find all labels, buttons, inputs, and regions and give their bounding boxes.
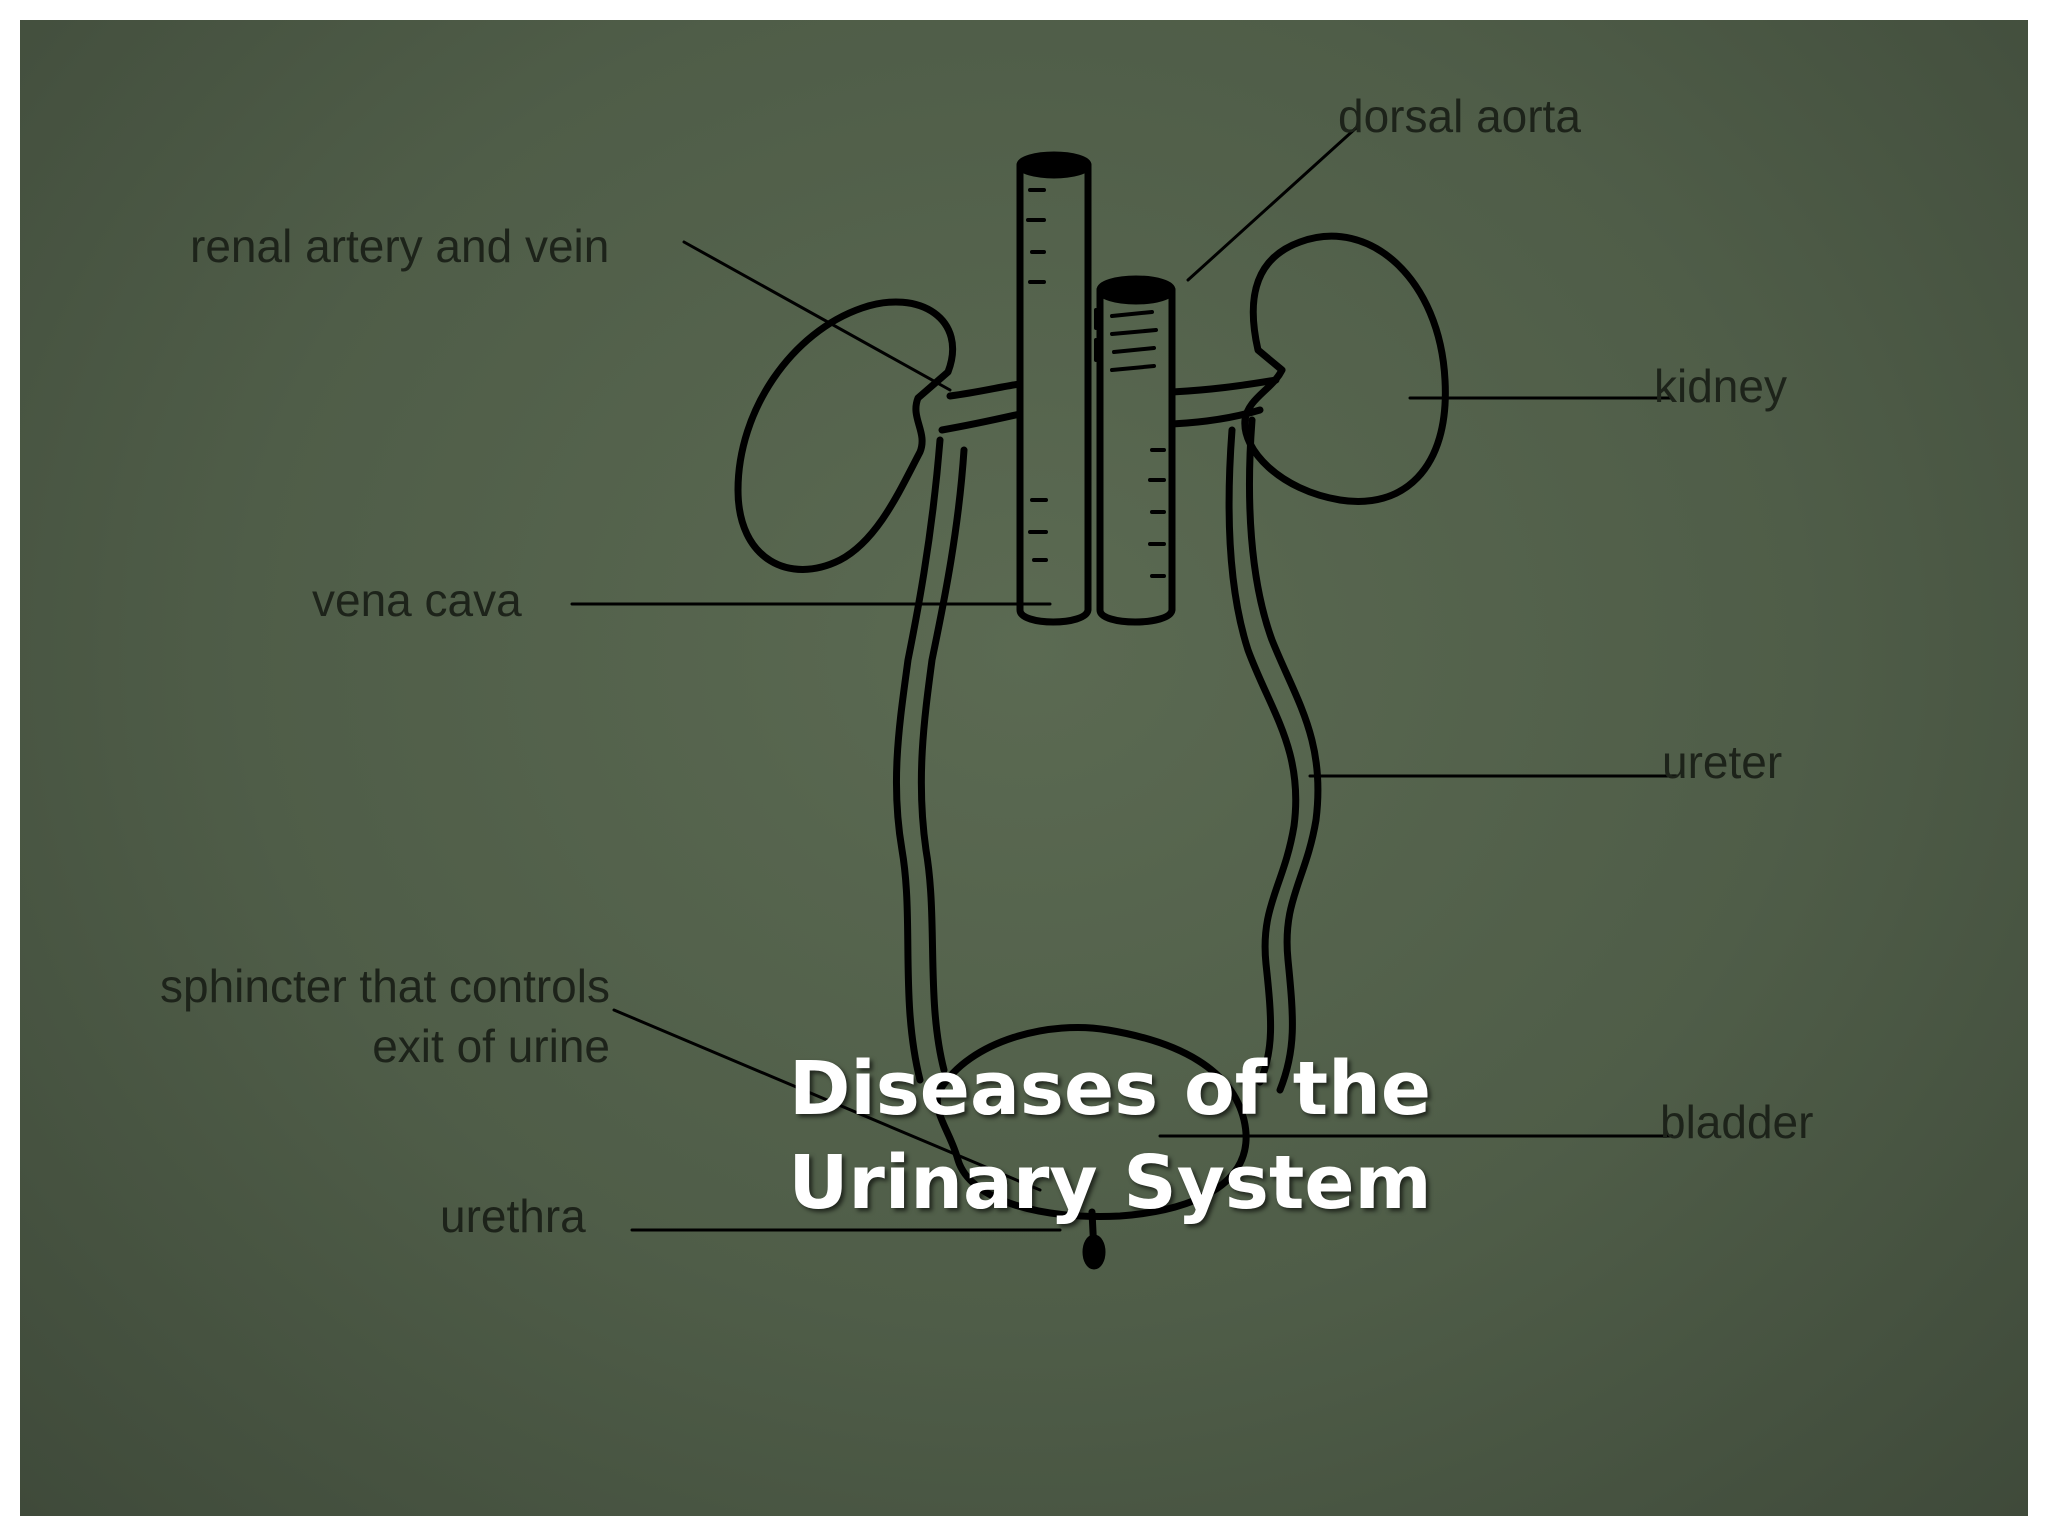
- label-sphincter-line1: sphincter that controls: [159, 960, 610, 1012]
- label-kidney: kidney: [1654, 360, 1787, 412]
- right-kidney: [1241, 232, 1449, 505]
- right-ureter-outer: [1245, 416, 1322, 1094]
- vena-cava-opening: [1016, 151, 1092, 179]
- label-bladder: bladder: [1660, 1096, 1814, 1148]
- label-dorsal-aorta: dorsal aorta: [1338, 90, 1581, 142]
- label-vena-cava: vena cava: [312, 574, 522, 626]
- urinary-system-diagram: [570, 126, 1678, 1270]
- leader-sphincter: [612, 1008, 1042, 1192]
- bladder-outline: [933, 1024, 1250, 1220]
- leader-dorsal-aorta: [1186, 126, 1358, 282]
- leader-renal-artery: [682, 240, 952, 392]
- slide-title-line1: Diseases of the: [788, 1046, 1432, 1132]
- label-sphincter-line2: exit of urine: [372, 1020, 610, 1072]
- dorsal-aorta-opening: [1096, 275, 1176, 305]
- label-sphincter: sphincter that controls exit of urine: [90, 956, 610, 1076]
- left-kidney: [734, 298, 957, 573]
- right-ureter-inner: [1225, 426, 1300, 1086]
- vena-cava-vessel: [1016, 161, 1092, 626]
- slide-frame: dorsal aorta renal artery and vein kidne…: [20, 20, 2028, 1516]
- left-ureter-inner: [917, 446, 968, 1074]
- slide-title: Diseases of the Urinary System: [700, 1042, 1520, 1230]
- label-urethra: urethra: [440, 1190, 586, 1242]
- slide-title-line2: Urinary System: [788, 1140, 1432, 1226]
- label-renal-artery-and-vein: renal artery and vein: [190, 220, 610, 272]
- label-ureter: ureter: [1662, 736, 1783, 788]
- left-ureter-outer: [892, 436, 944, 1084]
- dorsal-aorta-vessel: [1096, 286, 1176, 626]
